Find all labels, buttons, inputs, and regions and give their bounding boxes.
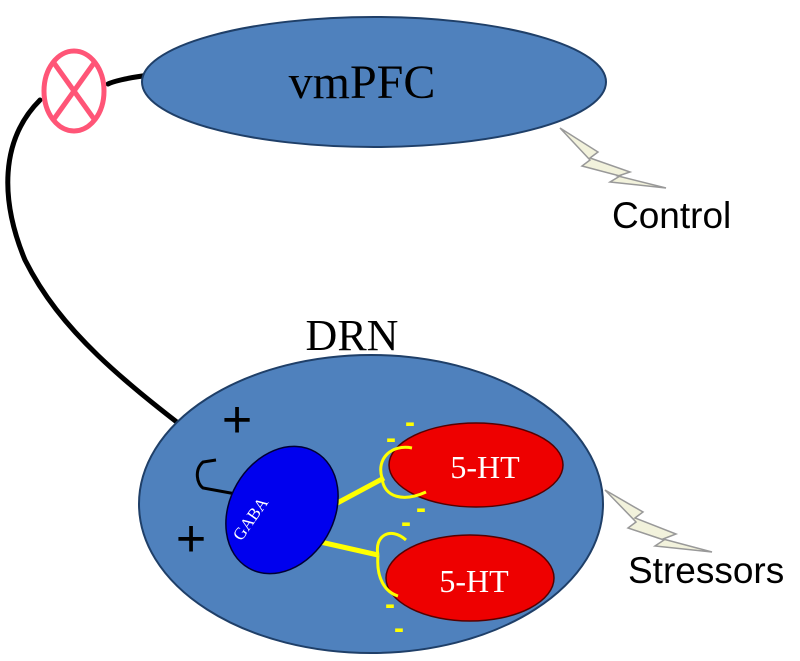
5ht-label-top: 5-HT [450, 449, 520, 485]
synapse-terminal-bottom [375, 532, 407, 598]
axon-terminal [195, 458, 237, 496]
vmpfc-axon [5, 72, 223, 458]
minus-signs: - - - - - - [385, 406, 426, 645]
5ht-neuron-bottom [385, 534, 555, 622]
minus-sign-3: - [416, 492, 426, 525]
vmpfc-region [141, 16, 607, 148]
synapse-terminal-top [379, 445, 427, 499]
gaba-to-5ht-bottom-connection [315, 538, 379, 558]
minus-sign-4: - [401, 506, 411, 539]
minus-sign-1: - [405, 406, 415, 439]
inhibition-x-icon [41, 48, 107, 134]
stressors-lightning-bolt-icon [604, 489, 713, 553]
minus-sign-2: - [386, 422, 396, 455]
plus-sign-top: + [222, 391, 252, 449]
minus-sign-5: - [385, 588, 395, 621]
plus-sign-left: + [176, 510, 206, 568]
gaba-neuron [225, 445, 339, 575]
control-lightning-bolt-icon [559, 127, 667, 189]
stressors-label: Stressors [628, 550, 784, 591]
control-label: Control [612, 195, 731, 236]
5ht-neuron-top [388, 422, 564, 508]
drn-label: DRN [306, 311, 399, 360]
drn-region [138, 354, 604, 654]
5ht-label-bottom: 5-HT [439, 563, 509, 599]
vmpfc-label: vmPFC [289, 56, 436, 109]
minus-sign-6: - [394, 612, 404, 645]
